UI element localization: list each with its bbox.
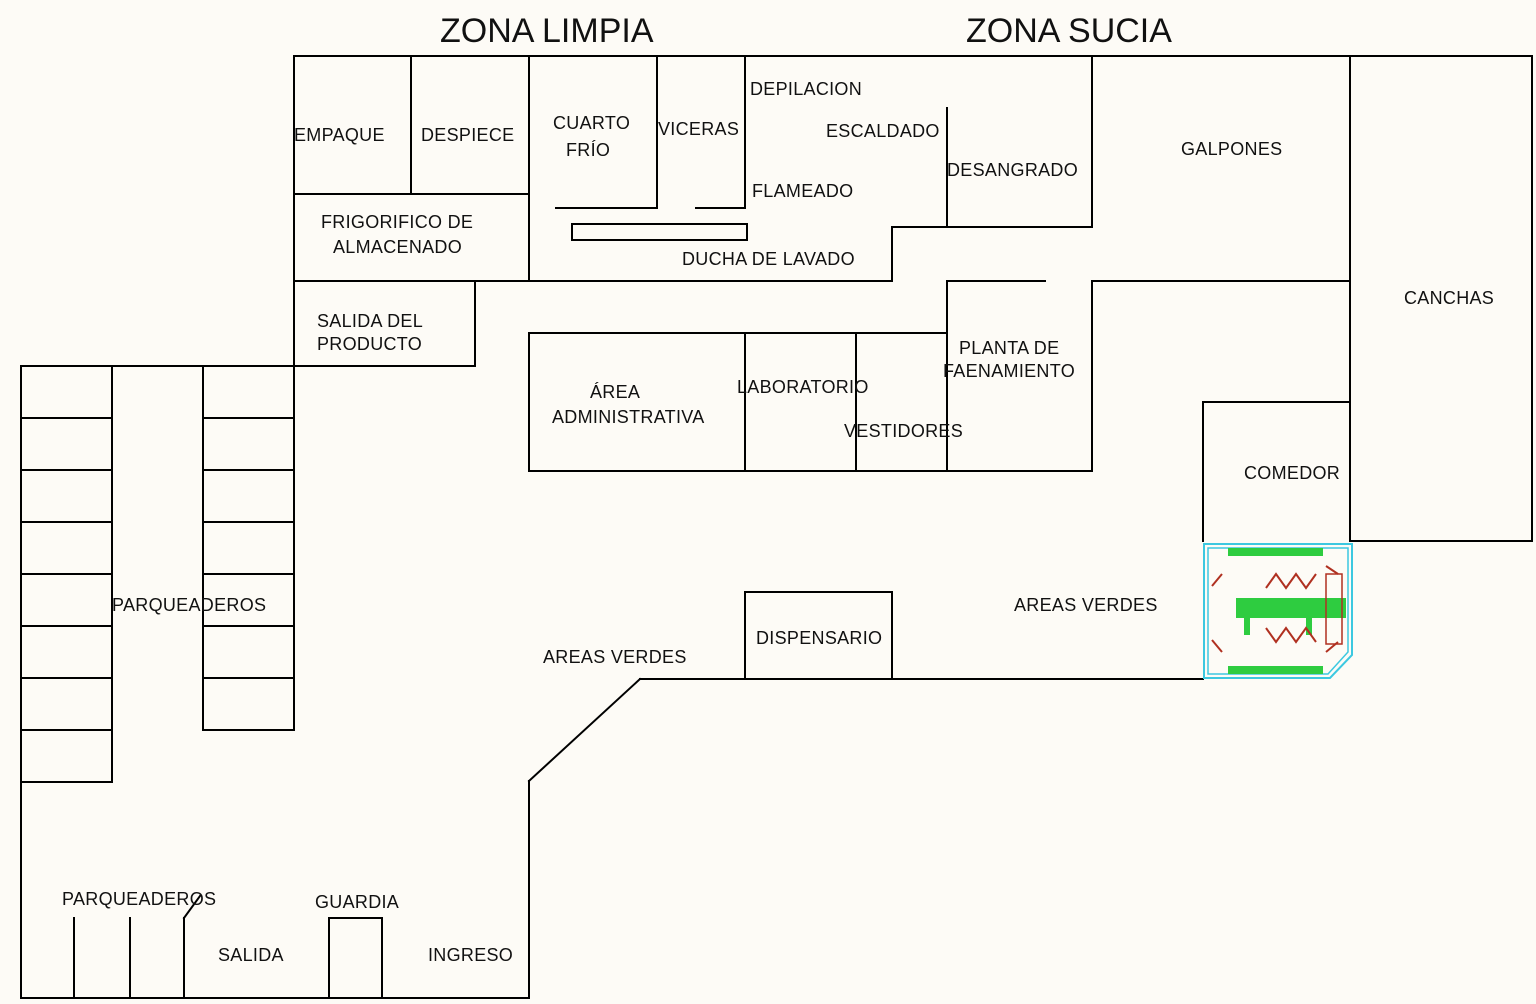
zone-clean-title: ZONA LIMPIA bbox=[440, 12, 654, 50]
room-salida: SALIDA bbox=[218, 945, 284, 965]
room-frigorifico-line1: FRIGORIFICO DE bbox=[321, 212, 473, 232]
room-salida-producto-line2: PRODUCTO bbox=[317, 334, 422, 354]
room-escaldado: ESCALDADO bbox=[826, 121, 940, 141]
room-empaque: EMPAQUE bbox=[294, 125, 385, 145]
room-area-admin-line1: ÁREA bbox=[590, 382, 640, 402]
room-parqueaderos-bottom: PARQUEADEROS bbox=[62, 889, 216, 909]
room-flameado: FLAMEADO bbox=[752, 181, 853, 201]
room-cuarto-frio-line1: CUARTO bbox=[553, 113, 630, 133]
room-canchas: CANCHAS bbox=[1404, 288, 1494, 308]
room-guardia: GUARDIA bbox=[315, 892, 399, 912]
walls bbox=[20, 55, 1533, 999]
room-laboratorio: LABORATORIO bbox=[737, 377, 869, 397]
room-vestidores: VESTIDORES bbox=[844, 421, 963, 441]
room-areas-verdes-right: AREAS VERDES bbox=[1014, 595, 1158, 615]
zone-dirty-title: ZONA SUCIA bbox=[966, 12, 1172, 50]
room-planta-line1: PLANTA DE bbox=[959, 338, 1059, 358]
room-galpones: GALPONES bbox=[1181, 139, 1282, 159]
room-desangrado: DESANGRADO bbox=[947, 160, 1078, 180]
room-area-admin-line2: ADMINISTRATIVA bbox=[552, 407, 705, 427]
room-viceras: VICERAS bbox=[658, 119, 739, 139]
room-salida-producto-line1: SALIDA DEL bbox=[317, 311, 423, 331]
room-despiece: DESPIECE bbox=[421, 125, 514, 145]
room-parqueaderos: PARQUEADEROS bbox=[112, 595, 266, 615]
room-ducha-de-lavado: DUCHA DE LAVADO bbox=[682, 249, 855, 269]
room-depilacion: DEPILACION bbox=[750, 79, 862, 99]
room-dispensario: DISPENSARIO bbox=[756, 628, 882, 648]
room-cuarto-frio-line2: FRÍO bbox=[566, 140, 610, 160]
room-frigorifico-line2: ALMACENADO bbox=[333, 237, 462, 257]
room-ingreso: INGRESO bbox=[428, 945, 513, 965]
shower-bar bbox=[571, 223, 748, 241]
room-areas-verdes-left: AREAS VERDES bbox=[543, 647, 687, 667]
room-planta-line2: FAENAMIENTO bbox=[943, 361, 1075, 381]
equipment-block-icon bbox=[1203, 543, 1353, 679]
room-comedor: COMEDOR bbox=[1244, 463, 1340, 483]
